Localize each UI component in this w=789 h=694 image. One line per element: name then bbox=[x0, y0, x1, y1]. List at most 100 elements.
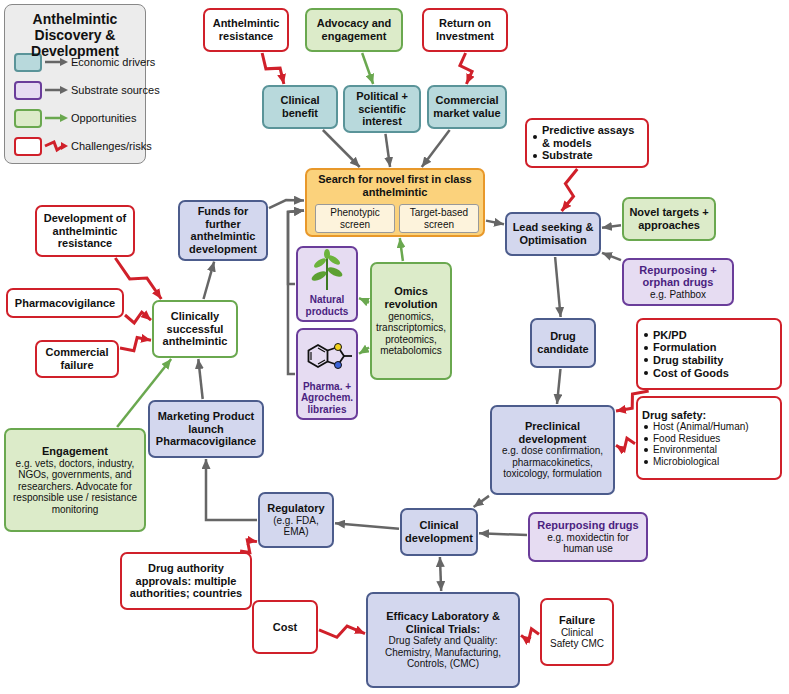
node-text: (e.g. FDA, EMA) bbox=[264, 515, 328, 538]
flow-arrow bbox=[602, 253, 621, 260]
node-text: Engagement bbox=[42, 445, 108, 458]
bullet-row: Cost of Goods bbox=[642, 367, 729, 380]
bullet-row: Microbiological bbox=[642, 456, 719, 468]
flow-arrow bbox=[422, 130, 450, 167]
risk-box: Cost bbox=[252, 600, 318, 654]
flow-arrow bbox=[385, 134, 390, 167]
opportunity-arrow bbox=[359, 348, 369, 354]
substrate-box: Natural products bbox=[296, 246, 358, 322]
flow-arrow bbox=[486, 221, 504, 225]
flow-arrow bbox=[474, 496, 489, 507]
node-text: genomics, transcriptomics, proteomics, m… bbox=[376, 311, 446, 357]
opportunity-box: Advocacy and engagement bbox=[305, 8, 403, 52]
risk-box: Development of anthelmintic resistance bbox=[35, 205, 135, 257]
node-text: Clinical Safety CMC bbox=[546, 627, 608, 650]
node-text: Advocacy and engagement bbox=[311, 17, 397, 42]
bullet-row: Predictive assays & models bbox=[531, 124, 643, 149]
plant-icon bbox=[310, 249, 343, 290]
flow-arrow bbox=[323, 130, 360, 167]
node-text: Environmental bbox=[653, 444, 717, 456]
bullet-dot bbox=[644, 346, 648, 350]
bullet-dot bbox=[533, 135, 537, 139]
bullet-dot bbox=[533, 154, 537, 158]
legend-swatch bbox=[14, 137, 42, 156]
flow-arrow bbox=[269, 200, 304, 208]
bullet-row: Drug stability bbox=[642, 354, 723, 367]
legend-swatch bbox=[14, 81, 42, 100]
node-text: Preclinical development bbox=[496, 420, 609, 445]
node-text: Failure bbox=[559, 614, 595, 627]
opportunity-arrow bbox=[359, 298, 369, 302]
bullet-row: Environmental bbox=[642, 444, 717, 456]
node-text: Drug authority approvals: multiple autho… bbox=[126, 562, 246, 600]
screen-box: Target-based screen bbox=[399, 204, 479, 233]
node-text: Clinical development bbox=[405, 519, 473, 544]
node-text: Novel targets + approaches bbox=[628, 206, 710, 231]
process-box: Regulatory(e.g. FDA, EMA) bbox=[258, 492, 334, 548]
process-box: Lead seeking & Optimisation bbox=[505, 212, 601, 256]
node-text: Clinical benefit bbox=[268, 94, 332, 119]
risk-bolt bbox=[120, 338, 151, 351]
risk-box: Return on Investment bbox=[422, 8, 508, 52]
driver-box: Clinical benefit bbox=[262, 85, 338, 129]
legend-text: Substrate sources bbox=[71, 81, 160, 100]
bullet-dot bbox=[644, 437, 648, 441]
molecule-icon bbox=[309, 344, 353, 369]
flow-arrow bbox=[204, 262, 215, 299]
opportunity-box: Omics revolutiongenomics, transcriptomic… bbox=[370, 262, 452, 380]
node-text: Pharmacovigilance bbox=[15, 297, 115, 310]
node-text: Omics revolution bbox=[376, 285, 446, 310]
flow-arrow bbox=[206, 459, 257, 520]
node-text: Cost bbox=[273, 621, 297, 634]
risk-box: Commercial failure bbox=[35, 340, 119, 378]
node-text: Lead seeking & Optimisation bbox=[511, 221, 595, 246]
bullet-dot bbox=[644, 333, 648, 337]
screen-box: Phenotypic screen bbox=[315, 204, 395, 233]
node-text: Drug candidate bbox=[536, 330, 590, 355]
node-text: e.g. Pathbox bbox=[650, 289, 706, 301]
driver-box: Commercial market value bbox=[427, 85, 507, 129]
risk-bolt bbox=[319, 626, 365, 637]
node-text: Return on Investment bbox=[428, 17, 502, 42]
node-text: e.g. dose confirmation, pharmacokinetics… bbox=[496, 445, 609, 480]
legend-panel: Anthelmintic Discovery & Development Eco… bbox=[4, 4, 146, 164]
risk-box: Anthelmintic resistance bbox=[203, 8, 289, 52]
opportunity-arrow bbox=[362, 53, 373, 84]
bullet-row: Food Residues bbox=[642, 433, 720, 445]
node-text: PK/PD bbox=[653, 329, 687, 342]
node-text: Microbiological bbox=[653, 456, 719, 468]
risk-box: PK/PDFormulationDrug stabilityCost of Go… bbox=[636, 318, 782, 390]
risk-box: Drug safety:Host (Animal/Human)Food Resi… bbox=[636, 396, 782, 480]
bullet-row: Substrate bbox=[531, 149, 593, 162]
opportunity-box: Engagemente.g. vets, doctors, industry, … bbox=[4, 428, 146, 532]
node-text: Marketing Product launch Pharmacovigilan… bbox=[154, 410, 258, 448]
node-text: Development of anthelmintic resistance bbox=[41, 212, 129, 250]
node-text: Formulation bbox=[653, 341, 717, 354]
search-box: Search for novel first in class anthelmi… bbox=[305, 168, 485, 237]
substrate-box: Pharma. + Agrochem. libraries bbox=[296, 328, 358, 420]
node-text: Phenotypic screen bbox=[319, 207, 391, 230]
risk-bolt bbox=[562, 169, 578, 211]
node-text: Clinically successful anthelmintic bbox=[158, 310, 232, 348]
bullet-row: PK/PD bbox=[642, 329, 687, 342]
flow-arrow bbox=[602, 225, 621, 227]
bullet-dot bbox=[644, 460, 648, 464]
substrate-box: Repurposing + orphan drugse.g. Pathbox bbox=[622, 258, 734, 306]
driver-box: Political + scientific interest bbox=[343, 85, 421, 133]
risk-bolt bbox=[521, 629, 539, 641]
risk-box: FailureClinical Safety CMC bbox=[540, 598, 614, 666]
flow-arrow bbox=[198, 359, 202, 399]
bullet-dot bbox=[644, 448, 648, 452]
node-text: Repurposing + orphan drugs bbox=[628, 264, 728, 289]
bullet-row: Formulation bbox=[642, 341, 717, 354]
risk-box: Drug authority approvals: multiple autho… bbox=[120, 552, 252, 610]
flow-arrow bbox=[557, 369, 560, 404]
process-box: Clinical development bbox=[400, 508, 478, 556]
outcome-box: Clinically successful anthelmintic bbox=[152, 300, 238, 358]
node-text: Target-based screen bbox=[403, 207, 475, 230]
risk-box: Pharmacovigilance bbox=[6, 288, 124, 318]
node-text: Efficacy Laboratory & Clinical Trials: bbox=[372, 610, 514, 635]
process-box: Drug candidate bbox=[530, 318, 596, 368]
legend-text: Challenges/risks bbox=[71, 137, 152, 156]
node-text: Drug safety: bbox=[642, 409, 706, 422]
